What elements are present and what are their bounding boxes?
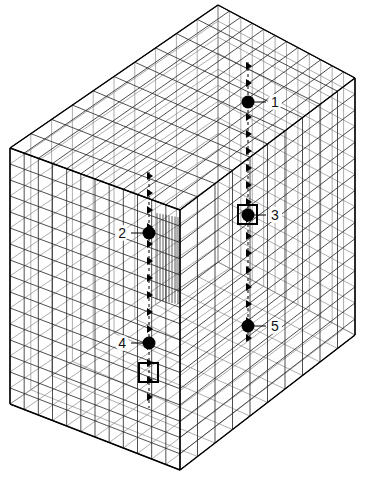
callout-number: 4 xyxy=(115,335,129,351)
callout-number: 5 xyxy=(268,318,282,334)
top-face-grid xyxy=(10,5,355,210)
back-face-grid xyxy=(218,5,355,335)
right-face-grid xyxy=(180,78,355,470)
point-dot xyxy=(242,320,255,333)
interior-plane xyxy=(157,213,178,304)
point-dot xyxy=(242,209,255,222)
front-face-grid xyxy=(10,148,180,470)
bottom-face-grid xyxy=(10,262,355,470)
point-dot xyxy=(143,337,156,350)
box-outline xyxy=(10,5,355,470)
callout-number: 2 xyxy=(115,225,129,241)
probe-line xyxy=(147,172,153,408)
callout-number: 3 xyxy=(268,207,282,223)
point-dot xyxy=(242,96,255,109)
point-dot xyxy=(143,227,156,240)
leader-line xyxy=(254,102,266,103)
source-square xyxy=(139,363,158,382)
leader-line xyxy=(131,233,143,234)
callout-number: 1 xyxy=(268,94,282,110)
leader-line xyxy=(131,343,143,344)
leader-line xyxy=(254,326,266,327)
leader-line xyxy=(254,215,266,216)
